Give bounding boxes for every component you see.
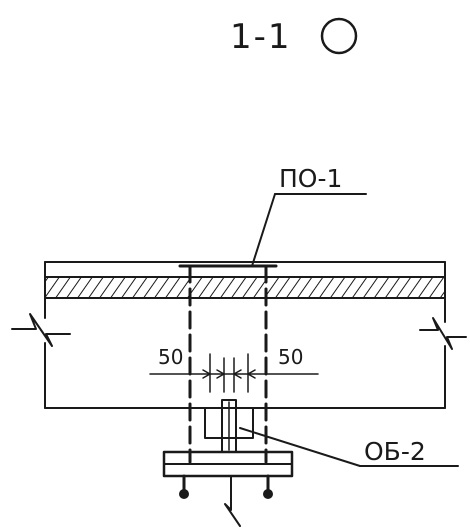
- dimension-arrow-right: [247, 369, 256, 379]
- opening-dashed-lines: [188, 264, 268, 464]
- dimension-arrow-mid-left: [216, 369, 225, 379]
- top-plate-leader: [251, 193, 276, 267]
- left-bolt-icon: [179, 489, 189, 499]
- right-bolt-icon: [263, 489, 273, 499]
- dimension-arrow-mid-right: [233, 369, 242, 379]
- slab-hatched-layer: [44, 276, 446, 299]
- bottom-fastening-assembly: [162, 399, 294, 527]
- section-title: 1-1: [230, 17, 292, 57]
- top-plate-callout: ПО-1: [251, 164, 367, 267]
- dimension-right-value: 50: [278, 345, 303, 369]
- bottom-plate-label: ОБ-2: [364, 437, 426, 466]
- dimension-arrow-left: [202, 369, 211, 379]
- top-plate-label: ПО-1: [279, 164, 342, 193]
- floor-slab: [11, 261, 467, 409]
- left-break-symbol: [11, 313, 71, 347]
- section-circle-marker: [320, 17, 358, 55]
- bottom-plate-callout: ОБ-2: [239, 427, 459, 467]
- bottom-plate-leader: [239, 427, 361, 467]
- lower-break-symbol: [224, 475, 241, 527]
- right-break-symbol: [419, 317, 467, 350]
- anchor-cap: [204, 407, 254, 439]
- section-header: 1-1: [230, 17, 358, 57]
- dimension-left-value: 50: [158, 345, 183, 369]
- dimension-group: 50 50: [149, 345, 319, 393]
